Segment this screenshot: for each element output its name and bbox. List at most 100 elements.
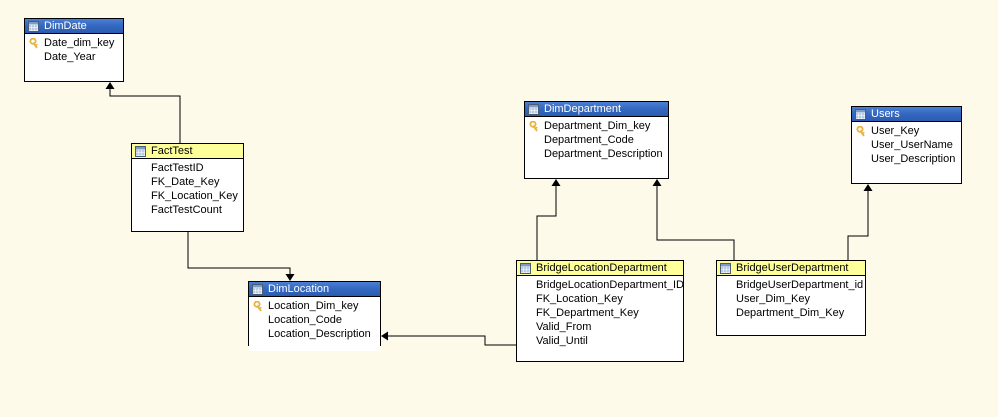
table-title: DimLocation [268,282,330,295]
column-row[interactable]: Location_Dim_key [249,299,380,313]
table-title: BridgeUserDepartment [736,261,849,274]
relationship-arrowhead [105,82,115,89]
relationship-arrowhead [551,179,561,186]
column-row[interactable]: Department_Code [525,133,668,147]
column-name: BridgeLocationDepartment_ID [536,279,684,291]
column-name: FK_Location_Key [536,293,623,305]
table-title: BridgeLocationDepartment [536,261,667,274]
column-name: Department_Code [544,134,634,146]
table-grid-icon [252,283,268,295]
relationship-arrowhead [285,274,295,281]
primary-key-icon [528,120,541,132]
table-title: FactTest [151,144,193,157]
column-row[interactable]: User_Dim_Key [717,292,865,306]
relationship-line [536,183,557,260]
table-header-bridgeuserdepartment[interactable]: BridgeUserDepartment [717,261,865,276]
column-row[interactable]: Date_Year [25,50,123,64]
column-name: Date_dim_key [44,37,115,49]
column-row[interactable]: FK_Location_Key [517,292,683,306]
table-header-users[interactable]: Users [852,107,961,122]
table-header-facttest[interactable]: FactTest [132,144,243,159]
column-row[interactable]: User_UserName [852,138,961,152]
column-row[interactable]: FK_Department_Key [517,306,683,320]
column-name: User_UserName [871,139,953,151]
primary-key-icon [28,37,41,49]
relationship-bridgeuserdepartment-to-dimdepartment[interactable] [652,179,735,260]
table-title: Users [871,107,900,120]
column-name: FK_Department_Key [536,307,639,319]
column-row[interactable]: BridgeUserDepartment_id [717,278,865,292]
column-row[interactable]: Department_Dim_Key [717,306,865,320]
table-header-dimlocation[interactable]: DimLocation [249,282,380,297]
column-name: FK_Date_Key [151,176,220,188]
column-name: User_Dim_Key [736,293,810,305]
column-row[interactable]: Valid_From [517,320,683,334]
relationship-arrowhead [652,179,662,186]
column-name: User_Key [871,125,920,137]
column-name: Department_Description [544,148,663,160]
column-row[interactable]: Date_dim_key [25,36,123,50]
relationship-facttest-to-dimdate[interactable] [105,82,181,143]
column-row[interactable]: FactTestID [132,161,243,175]
primary-key-icon [855,125,868,137]
column-row[interactable]: Department_Description [525,147,668,161]
column-row[interactable]: BridgeLocationDepartment_ID [517,278,684,292]
column-name: Location_Description [268,328,371,340]
column-row[interactable]: User_Description [852,152,961,166]
relationship-bridgelocationdepartment-to-dimdepartment[interactable] [536,179,561,260]
column-name: Date_Year [44,51,96,63]
column-name: Department_Dim_key [544,120,651,132]
table-grid-icon [135,145,151,157]
column-row[interactable]: Valid_Until [517,334,683,348]
relationship-arrowhead [863,184,873,191]
column-name: Valid_From [536,321,592,333]
column-name: Location_Dim_key [268,300,359,312]
column-row[interactable]: User_Key [852,124,961,138]
relationship-arrowhead [381,331,388,341]
table-grid-icon [28,20,44,32]
table-header-dimdate[interactable]: DimDate [25,19,123,34]
column-name: Valid_Until [536,335,588,347]
table-grid-icon [855,108,871,120]
table-grid-icon [720,262,736,274]
relationship-line [656,183,735,260]
relationship-line [385,335,516,346]
column-row[interactable]: Location_Description [249,327,380,341]
table-title: DimDate [44,19,87,32]
table-title: DimDepartment [544,102,622,115]
relationship-bridgeuserdepartment-to-users[interactable] [847,184,873,260]
column-row[interactable]: Department_Dim_key [525,119,668,133]
table-header-bridgelocationdepartment[interactable]: BridgeLocationDepartment [517,261,683,276]
table-grid-icon [528,103,544,115]
column-row[interactable]: FK_Location_Key [132,189,243,203]
relationship-line [847,188,869,260]
column-name: Location_Code [268,314,343,326]
table-header-dimdepartment[interactable]: DimDepartment [525,102,668,117]
table-grid-icon [520,262,536,274]
column-row[interactable]: FK_Date_Key [132,175,243,189]
column-name: User_Description [871,153,956,165]
column-name: BridgeUserDepartment_id [736,279,864,291]
table-columns-bridgelocationdepartment: BridgeLocationDepartment_ID FK_Location_K… [517,276,684,358]
relationship-line [109,86,181,143]
column-name: FactTestCount [151,204,222,216]
column-name: FK_Location_Key [151,190,238,202]
column-row[interactable]: FactTestCount [132,203,243,217]
relationship-bridgelocationdepartment-to-dimlocation[interactable] [381,331,516,346]
column-row[interactable]: Location_Code [249,313,380,327]
column-name: Department_Dim_Key [736,307,845,319]
primary-key-icon [252,300,265,312]
